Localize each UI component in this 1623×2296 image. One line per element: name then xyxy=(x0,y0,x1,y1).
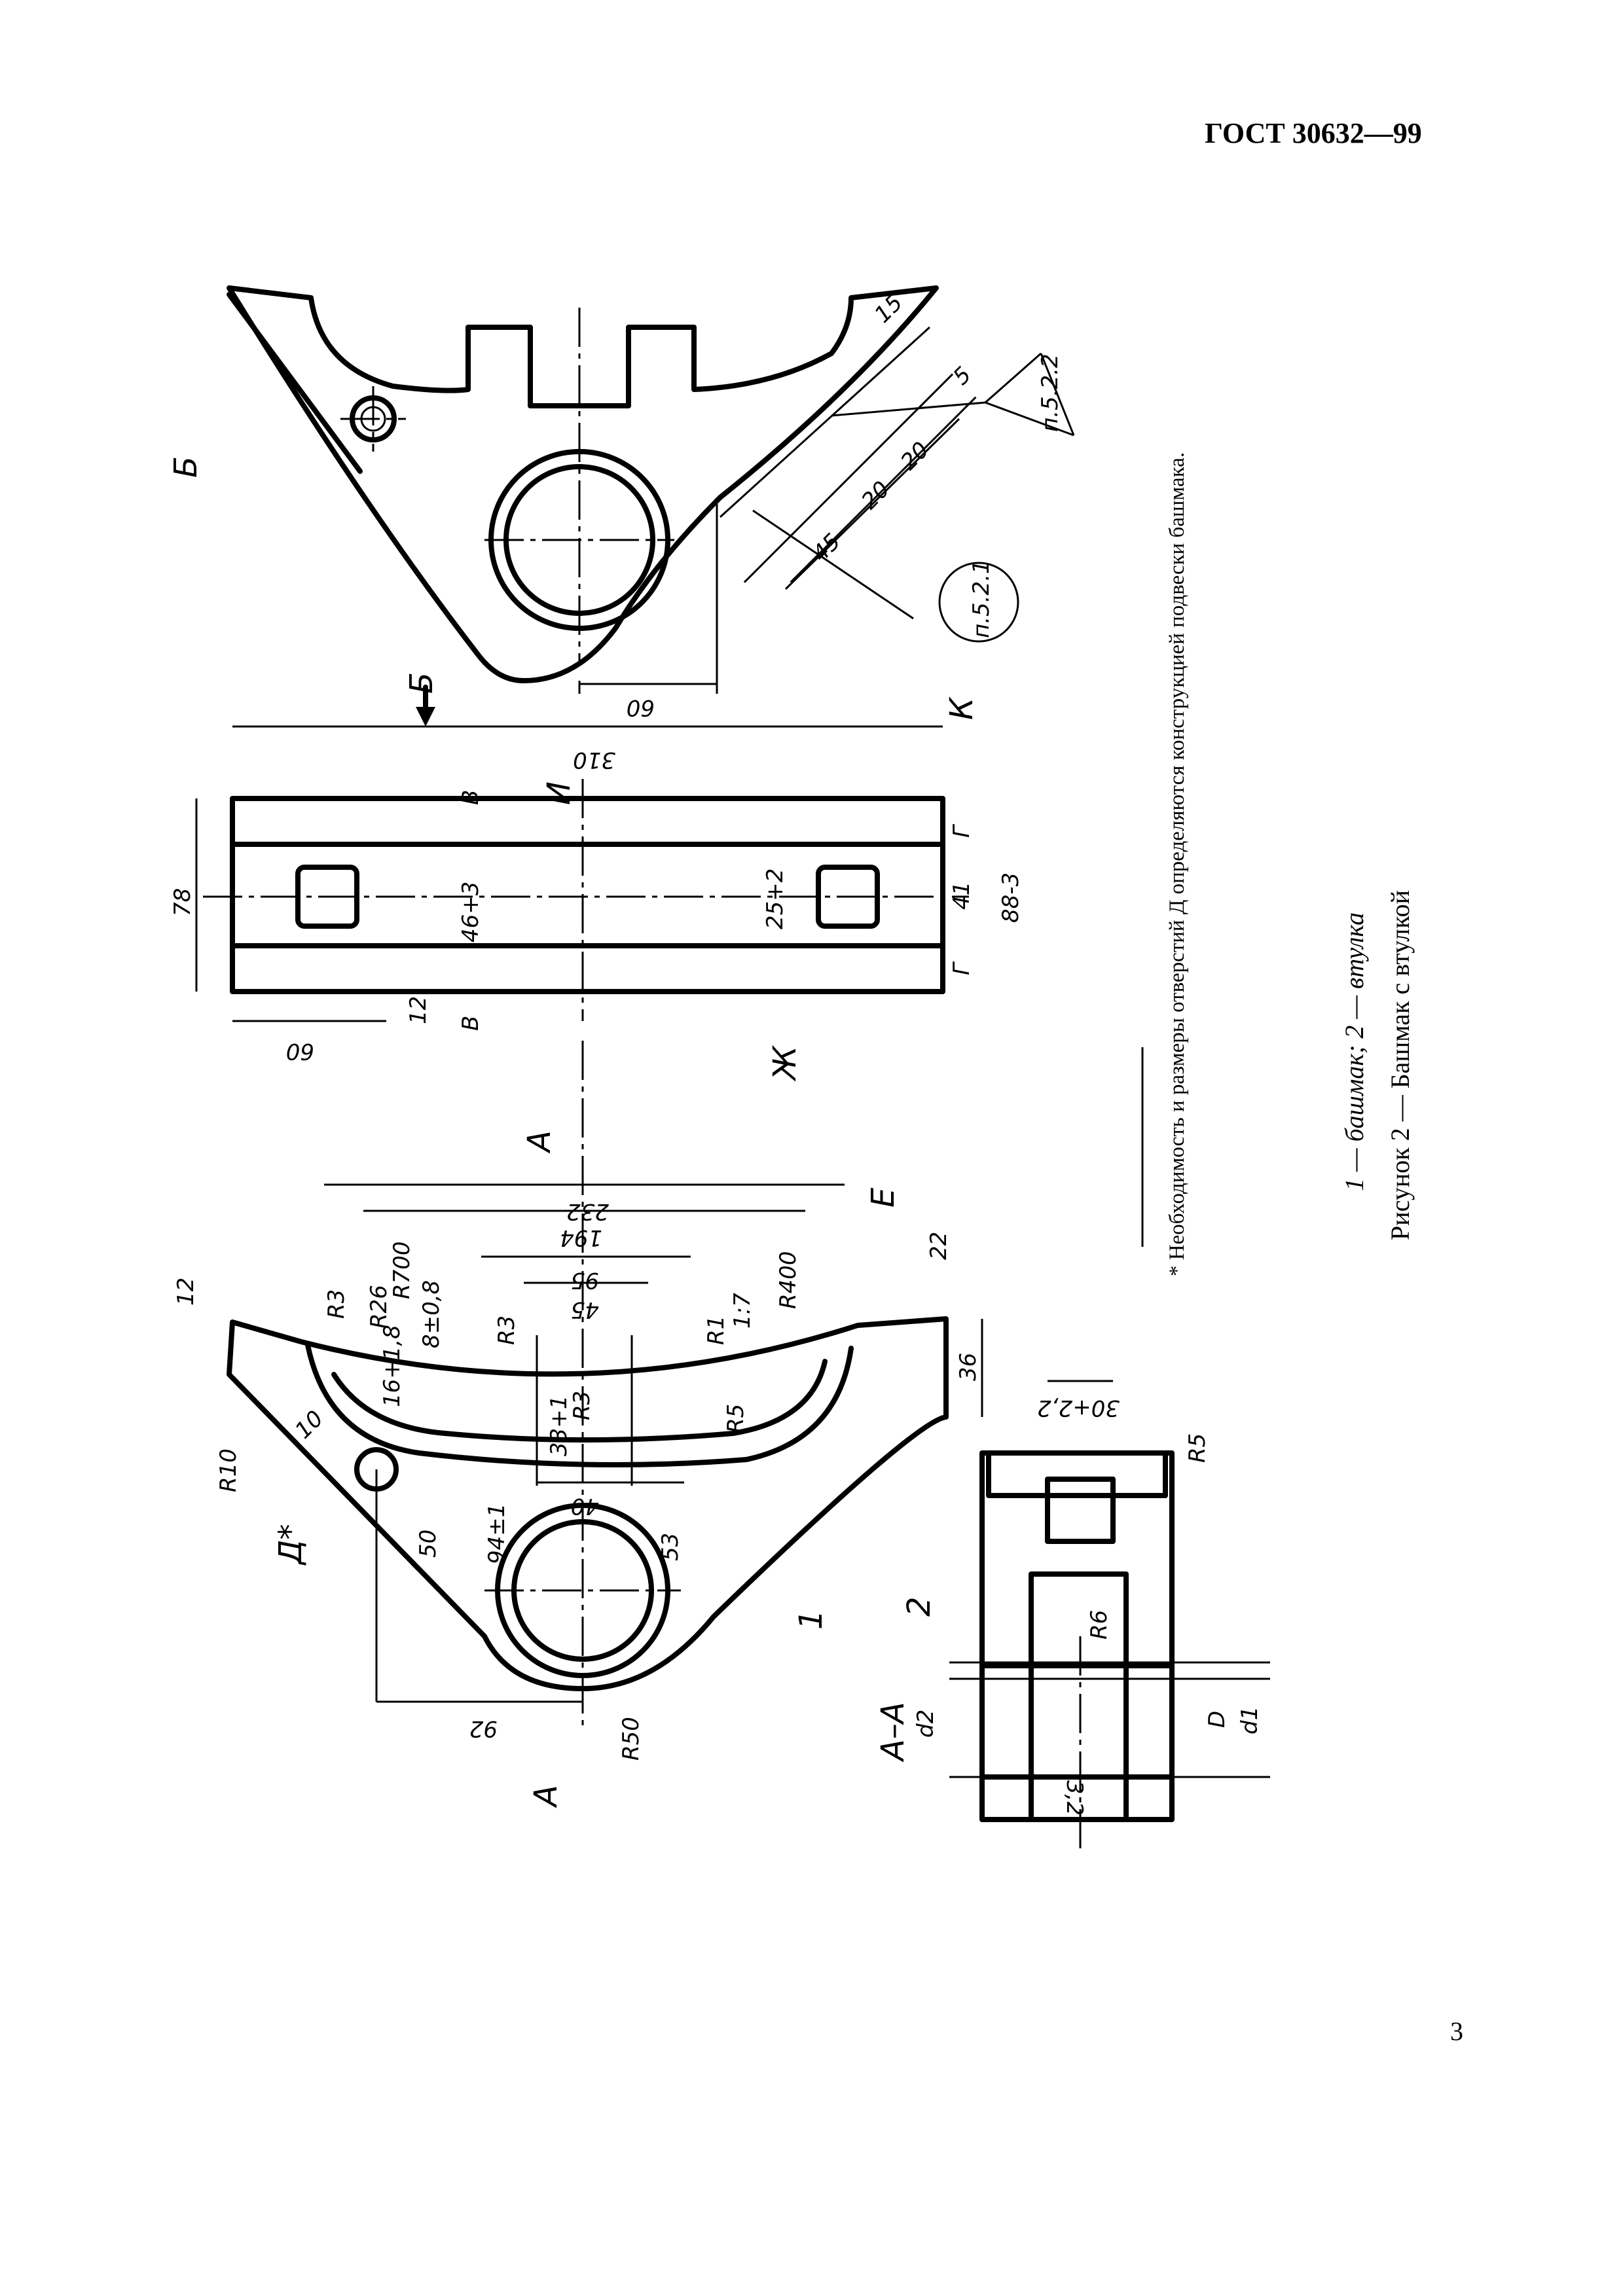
dim-r6: R6 xyxy=(1086,1610,1112,1640)
dim-53: 53 xyxy=(657,1533,684,1561)
part-number-1: 1 xyxy=(793,1609,830,1630)
dim-60-plan: 60 xyxy=(286,1038,314,1064)
section-a-bottom-label: А xyxy=(528,1785,564,1808)
dim-10: 10 xyxy=(290,1405,329,1444)
dim-46: 46+3 xyxy=(458,882,484,942)
page-number: 3 xyxy=(1450,2017,1463,2046)
dim-22: 22 xyxy=(926,1232,952,1260)
dim-310: 310 xyxy=(573,747,615,773)
dim-d1: d1 xyxy=(1237,1706,1263,1734)
dim-41: 41 xyxy=(949,882,975,910)
dim-8: 8±0,8 xyxy=(418,1280,445,1348)
document-number: ГОСТ 30632—99 xyxy=(1205,117,1422,149)
dim-12-plan: 12 xyxy=(405,996,431,1024)
dim-r10: R10 xyxy=(215,1448,242,1492)
label-e: Е xyxy=(865,1187,902,1208)
dim-94: 94±1 xyxy=(484,1503,510,1564)
footnote-text: * Необходимость и размеры отверстий Д оп… xyxy=(1165,452,1189,1276)
dim-194: 194 xyxy=(560,1225,602,1251)
dim-50: 50 xyxy=(415,1530,441,1558)
callout-p522: п.5.2.2 xyxy=(1037,353,1063,432)
plan-view-drawing xyxy=(195,725,969,1022)
dim-78: 78 xyxy=(170,888,196,916)
dim-30: 30+2,2 xyxy=(1037,1395,1120,1421)
dim-slope: 1:7 xyxy=(729,1293,756,1329)
main-elevation-drawing xyxy=(227,1041,983,1728)
dim-60-view-b: 60 xyxy=(627,694,655,721)
dim-20-first: 20 xyxy=(856,476,895,514)
dim-r3-mid: R3 xyxy=(494,1316,520,1345)
dim-36: 36 xyxy=(955,1353,981,1381)
view-b-drawing xyxy=(227,285,1075,694)
label-d-star: Д* xyxy=(272,1524,309,1566)
dim-12-main: 12 xyxy=(173,1278,199,1306)
label-v-top: В xyxy=(458,790,484,805)
label-g-top: Г xyxy=(949,823,975,838)
dim-45-main: 45 xyxy=(571,1297,599,1323)
dim-95: 95 xyxy=(571,1267,599,1293)
dim-33: 33+1 xyxy=(546,1395,572,1456)
dim-16: 16+1,8 xyxy=(379,1325,405,1407)
dim-r1: R1 xyxy=(703,1316,729,1345)
dim-r50: R50 xyxy=(618,1717,644,1761)
dim-92: 92 xyxy=(469,1715,498,1742)
dim-d-big: D xyxy=(1204,1711,1230,1728)
dim-5: 5 xyxy=(948,362,977,391)
dim-20-second: 20 xyxy=(896,437,934,475)
view-b-label: Б xyxy=(168,456,204,478)
section-aa-drawing xyxy=(949,1380,1270,1852)
dim-r5-main: R5 xyxy=(723,1404,749,1433)
dim-25: 25+2 xyxy=(762,869,788,929)
dim-r3-left: R3 xyxy=(323,1289,350,1319)
label-zh: Ж xyxy=(767,1045,803,1082)
part-number-2: 2 xyxy=(901,1596,938,1617)
dim-r26: R26 xyxy=(366,1285,392,1329)
dim-88: 88-3 xyxy=(998,872,1024,923)
callout-p521: п.5.2.1 xyxy=(968,560,994,638)
section-a-top-label: А xyxy=(521,1130,558,1154)
dim-d2: d2 xyxy=(913,1710,939,1738)
label-k: К xyxy=(943,696,980,720)
view-b-arrow-label: Б xyxy=(403,672,440,694)
dim-r700: R700 xyxy=(389,1241,415,1299)
dim-40: 40 xyxy=(571,1493,599,1519)
label-g-bottom: Г xyxy=(949,961,975,975)
dim-r400: R400 xyxy=(775,1251,801,1309)
section-aa-label: А–А xyxy=(875,1702,911,1763)
legend-text: 1 — башмак; 2 — втулка xyxy=(1340,912,1369,1191)
dim-232: 232 xyxy=(566,1198,609,1225)
label-i: И xyxy=(541,781,577,805)
dim-r3-center: R3 xyxy=(569,1391,595,1420)
figure-caption: Рисунок 2 — Башмак с втулкой xyxy=(1385,890,1415,1240)
label-v-bottom: В xyxy=(458,1016,484,1031)
view-b-arrow xyxy=(416,685,435,726)
dim-3-2: 3,2 xyxy=(1061,1780,1087,1816)
dim-r5-section: R5 xyxy=(1184,1433,1211,1463)
